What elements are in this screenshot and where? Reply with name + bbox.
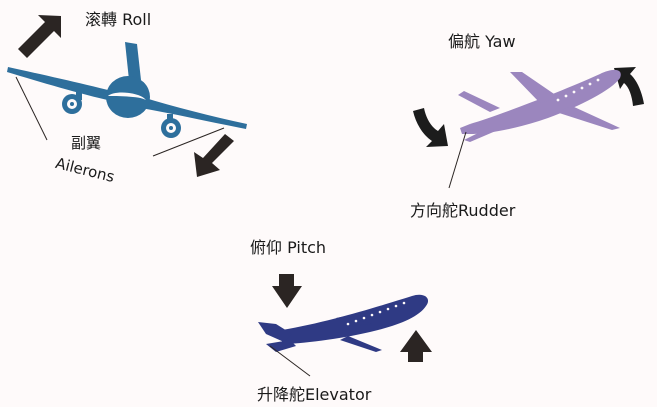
rudder-pointer-line xyxy=(448,131,467,189)
elevator-label: 升降舵Elevator xyxy=(257,385,372,404)
rudder-label: 方向舵Rudder xyxy=(410,201,516,220)
pitch-down-arrow-icon xyxy=(272,274,302,308)
aileron-pointer-lines xyxy=(15,76,225,157)
pitch-airplane-icon xyxy=(258,294,429,352)
roll-airplane-icon xyxy=(7,42,247,138)
aileron-label-cn: 副翼 xyxy=(71,134,102,152)
yaw-right-arrow-icon xyxy=(614,67,644,106)
yaw-airplane-icon xyxy=(458,69,621,142)
roll-down-arrow-icon xyxy=(194,134,234,177)
elevator-pointer-line xyxy=(269,345,311,377)
roll-up-arrow-icon xyxy=(18,15,61,58)
pitch-title: 俯仰 Pitch xyxy=(250,238,327,257)
pitch-up-arrow-icon xyxy=(400,330,432,362)
yaw-left-arrow-icon xyxy=(413,108,448,147)
yaw-title: 偏航 Yaw xyxy=(448,32,516,51)
roll-title: 滚轉 Roll xyxy=(85,10,152,29)
